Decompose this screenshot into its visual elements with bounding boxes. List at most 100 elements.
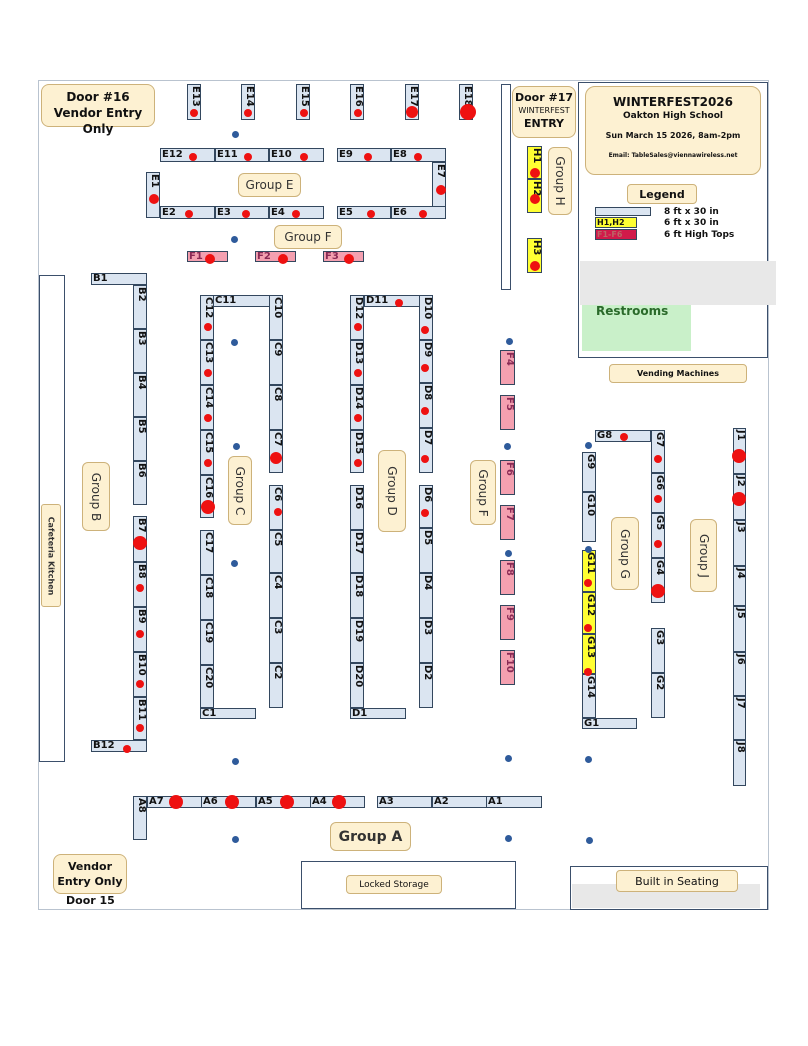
table-f5[interactable] xyxy=(500,395,515,430)
table-f9[interactable] xyxy=(500,605,515,640)
table-g9[interactable] xyxy=(582,452,596,492)
table-j5[interactable] xyxy=(733,606,746,652)
table-label-d13: D13 xyxy=(353,342,364,365)
vendor-entry-box[interactable]: Vendor Entry Only xyxy=(53,854,127,894)
table-label-c3: C3 xyxy=(272,620,283,635)
table-label-g14: G14 xyxy=(585,676,596,699)
table-f3[interactable] xyxy=(323,251,364,262)
table-b9[interactable] xyxy=(133,607,147,652)
legend-swatch-hightop-text: F1-F6 xyxy=(597,230,623,239)
table-c9[interactable] xyxy=(269,340,283,385)
table-g3[interactable] xyxy=(651,628,665,673)
table-e11[interactable] xyxy=(215,148,269,162)
table-c4[interactable] xyxy=(269,573,283,618)
table-label-c6: C6 xyxy=(272,487,283,502)
table-e10[interactable] xyxy=(269,148,324,162)
table-f10[interactable] xyxy=(500,650,515,685)
table-e12[interactable] xyxy=(160,148,215,162)
table-b6[interactable] xyxy=(133,461,147,505)
table-g10[interactable] xyxy=(582,492,596,542)
table-d9[interactable] xyxy=(419,340,433,383)
table-c17[interactable] xyxy=(200,530,214,575)
reserved-marker xyxy=(421,455,429,463)
reserved-marker xyxy=(354,459,362,467)
table-d1[interactable] xyxy=(350,708,406,719)
table-b3[interactable] xyxy=(133,329,147,373)
reserved-marker xyxy=(414,153,422,161)
pillar-marker xyxy=(231,339,238,346)
table-label-c5: C5 xyxy=(272,532,283,547)
group-a-label: Group A xyxy=(330,822,411,851)
table-j8[interactable] xyxy=(733,740,746,786)
table-j6[interactable] xyxy=(733,652,746,696)
table-f4[interactable] xyxy=(500,350,515,385)
table-d17[interactable] xyxy=(350,530,364,573)
table-label-b10: B10 xyxy=(136,654,147,676)
table-e5[interactable] xyxy=(337,206,391,219)
table-c19[interactable] xyxy=(200,620,214,665)
table-label-c1: C1 xyxy=(202,708,217,719)
table-d4[interactable] xyxy=(419,573,433,618)
table-d16[interactable] xyxy=(350,485,364,530)
reserved-marker xyxy=(280,795,294,809)
table-label-b12: B12 xyxy=(93,740,115,751)
table-c10[interactable] xyxy=(269,295,283,340)
table-label-e12: E12 xyxy=(162,149,183,160)
table-j7[interactable] xyxy=(733,696,746,740)
table-g12[interactable] xyxy=(582,592,596,634)
reserved-marker xyxy=(244,109,252,117)
table-c1[interactable] xyxy=(200,708,256,719)
table-d19[interactable] xyxy=(350,618,364,663)
table-g7[interactable] xyxy=(651,430,665,473)
table-g1[interactable] xyxy=(582,718,637,729)
table-c3[interactable] xyxy=(269,618,283,663)
table-d5[interactable] xyxy=(419,528,433,573)
table-a1[interactable] xyxy=(486,796,542,808)
table-label-f6: F6 xyxy=(504,462,515,476)
table-label-d3: D3 xyxy=(422,620,433,636)
table-a3[interactable] xyxy=(377,796,432,808)
table-j4[interactable] xyxy=(733,566,746,606)
table-e6[interactable] xyxy=(391,206,446,219)
table-a8[interactable] xyxy=(133,796,147,840)
table-b12[interactable] xyxy=(91,740,147,752)
table-d2[interactable] xyxy=(419,663,433,708)
table-d18[interactable] xyxy=(350,573,364,618)
table-f8[interactable] xyxy=(500,560,515,595)
table-b1[interactable] xyxy=(91,273,147,285)
table-c8[interactable] xyxy=(269,385,283,430)
event-info-box: WINTERFEST2026 Oakton High School Sun Ma… xyxy=(585,86,761,175)
table-f6[interactable] xyxy=(500,460,515,495)
table-g6[interactable] xyxy=(651,473,665,513)
table-label-d9: D9 xyxy=(422,342,433,358)
table-f2[interactable] xyxy=(255,251,296,262)
table-label-d16: D16 xyxy=(353,487,364,510)
reserved-marker xyxy=(654,540,662,548)
door-16-vendor-box[interactable]: Door #16 Vendor Entry Only xyxy=(41,84,155,136)
table-c5[interactable] xyxy=(269,530,283,573)
table-label-b6: B6 xyxy=(136,463,147,478)
table-c20[interactable] xyxy=(200,665,214,708)
table-d3[interactable] xyxy=(419,618,433,663)
table-d6[interactable] xyxy=(419,485,433,528)
info-panel-frame xyxy=(578,82,768,358)
table-c2[interactable] xyxy=(269,663,283,708)
table-b2[interactable] xyxy=(133,285,147,329)
table-f7[interactable] xyxy=(500,505,515,540)
table-label-b2: B2 xyxy=(136,287,147,302)
table-d8[interactable] xyxy=(419,383,433,428)
table-c18[interactable] xyxy=(200,575,214,620)
table-label-e1: E1 xyxy=(149,174,160,188)
table-label-h3: H3 xyxy=(531,240,542,256)
table-b4[interactable] xyxy=(133,373,147,417)
table-b5[interactable] xyxy=(133,417,147,461)
table-g2[interactable] xyxy=(651,673,665,718)
legend-hightop-text: 6 ft High Tops xyxy=(664,230,735,240)
table-d20[interactable] xyxy=(350,663,364,708)
reserved-marker xyxy=(354,369,362,377)
door-17-entry-box[interactable]: Door #17 WINTERFEST ENTRY xyxy=(512,86,576,138)
table-label-e17: E17 xyxy=(408,86,419,107)
legend-title-box: Legend xyxy=(627,184,697,204)
table-c6[interactable] xyxy=(269,485,283,530)
table-j3[interactable] xyxy=(733,520,746,566)
